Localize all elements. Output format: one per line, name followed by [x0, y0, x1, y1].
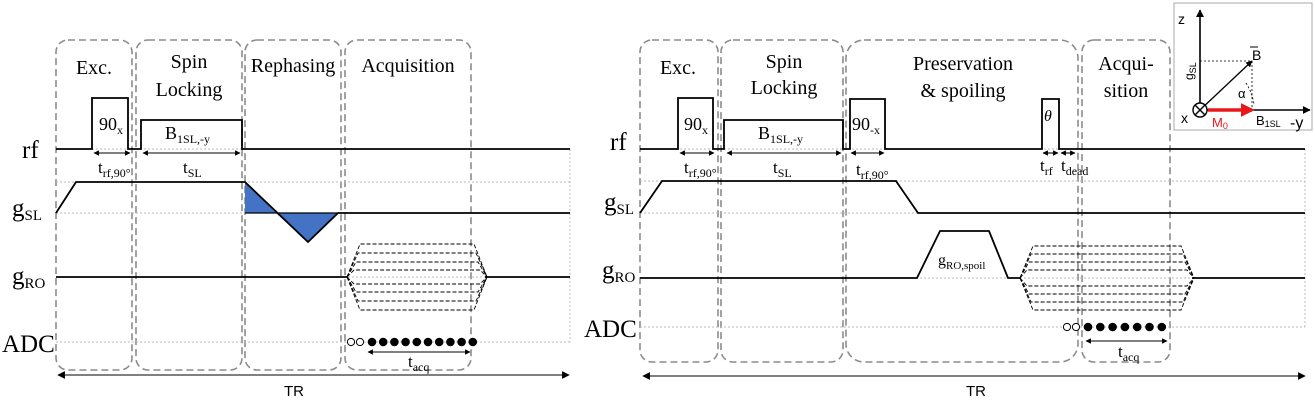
- inset-b1sl: B1SL: [1256, 113, 1281, 129]
- adc-sample-filled: [468, 337, 478, 347]
- label-tr: TR: [284, 383, 304, 400]
- adc-sample-filled: [378, 337, 388, 347]
- adc-sample-open: [1071, 322, 1081, 332]
- segment-rephasing: Rephasing: [251, 55, 335, 77]
- adc-sample-filled: [1083, 322, 1093, 332]
- label-gro-spoil: gRO,spoil: [938, 252, 985, 272]
- gro-readout-phase-encodes: [346, 243, 488, 311]
- adc-sample-filled: [412, 337, 422, 347]
- label-t-rf-theta: trf: [1040, 156, 1053, 178]
- adc-samples-right: [1062, 322, 1167, 332]
- adc-sample-filled: [423, 337, 433, 347]
- segment-locking: Locking: [156, 79, 223, 101]
- segment-sition: sition: [1104, 80, 1148, 102]
- adc-sample-filled: [1157, 322, 1167, 332]
- adc-sample-filled: [1120, 322, 1130, 332]
- channel-adc-r: ADC: [584, 316, 637, 343]
- segment-acqui: Acqui-: [1098, 53, 1154, 75]
- pulse-90x: 90x: [99, 114, 123, 137]
- adc-sample-filled: [1108, 322, 1117, 332]
- adc-samples-left: [346, 337, 478, 347]
- right-diagram: Exc. Spin Locking Preservation & spoilin…: [584, 39, 1306, 400]
- segment-spin: Spin: [171, 51, 208, 73]
- gsl-lobe-2: [276, 213, 338, 242]
- adc-sample-open: [346, 337, 356, 347]
- pulse-theta: θ: [1044, 108, 1052, 125]
- box-spin-locking-r: [720, 39, 844, 363]
- left-diagram: Exc. Spin Locking Rephasing Acquisition …: [2, 39, 571, 400]
- box-spin-locking: [135, 39, 243, 371]
- segment-exc: Exc.: [76, 57, 112, 79]
- box-acquisition-r: [1081, 39, 1171, 363]
- box-rephasing: [244, 39, 342, 371]
- pulse-90x-r: 90x: [684, 114, 708, 137]
- inset-gsl: gSL: [1182, 62, 1198, 80]
- segment-locking-r: Locking: [751, 77, 818, 99]
- inset-x: x: [1181, 110, 1188, 126]
- label-t-acq: tacq: [408, 352, 429, 374]
- box-excitation-r: [639, 39, 719, 363]
- adc-sample-filled: [1145, 322, 1154, 332]
- adc-sample-filled: [367, 337, 377, 347]
- pulse-b1sl: B1SL,-y: [165, 123, 210, 146]
- label-tr-r: TR: [966, 383, 986, 400]
- segment-acquisition: Acquisition: [361, 55, 454, 77]
- label-t-acq-r: tacq: [1118, 342, 1139, 364]
- segment-spin-r: Spin: [766, 51, 803, 73]
- channel-gro: gRO: [12, 263, 46, 292]
- inset-z: z: [1178, 11, 1185, 27]
- adc-sample-open: [355, 337, 365, 347]
- inset-minus-y: -y: [1290, 115, 1303, 132]
- pulse-b1sl-r: B1SL,-y: [758, 123, 803, 146]
- segment-spoiling: & spoiling: [920, 80, 1005, 102]
- label-t-dead: tdead: [1061, 156, 1088, 178]
- label-t-sl: tSL: [183, 158, 202, 180]
- adc-sample-filled: [1132, 322, 1142, 332]
- adc-sample-filled: [446, 337, 455, 347]
- channel-rf-r: rf: [610, 129, 627, 156]
- adc-sample-open: [1062, 322, 1072, 332]
- label-t-rf2: trf,90°: [856, 160, 889, 182]
- adc-sample-filled: [401, 337, 410, 347]
- channel-gro-r: gRO: [602, 257, 636, 286]
- label-t-rf-r: trf,90°: [684, 158, 717, 180]
- pulse-90mx: 90-x: [852, 114, 880, 137]
- inset-m0: M0: [1212, 115, 1228, 131]
- adc-sample-filled: [1096, 322, 1105, 332]
- gro-spoiler: [640, 230, 1020, 279]
- adc-sample-filled: [434, 337, 444, 347]
- label-t-rf: trf,90°: [98, 158, 131, 180]
- box-acquisition: [344, 39, 472, 371]
- gsl-waveform-r: [639, 180, 1305, 214]
- channel-gsl: gSL: [12, 195, 42, 224]
- box-preservation: [845, 39, 1079, 363]
- inset-b: B: [1252, 47, 1261, 63]
- channel-adc: ADC: [2, 331, 55, 358]
- inset-alpha: α: [1238, 86, 1246, 101]
- adc-sample-filled: [390, 337, 399, 347]
- gro-readout-phase-encodes-r: [1019, 245, 1195, 311]
- segment-preservation: Preservation: [913, 53, 1013, 75]
- box-excitation: [55, 39, 133, 371]
- rf-waveform-r: [640, 97, 1305, 150]
- channel-gsl-r: gSL: [604, 189, 634, 218]
- channel-rf: rf: [22, 137, 39, 164]
- segment-exc-r: Exc.: [660, 57, 696, 79]
- rf-waveform: [56, 97, 570, 150]
- gsl-waveform: [55, 181, 570, 244]
- vector-inset: z -y B α gSL x M0 B1SL: [1173, 2, 1313, 132]
- adc-sample-filled: [457, 337, 466, 347]
- label-t-sl-r: tSL: [773, 158, 792, 180]
